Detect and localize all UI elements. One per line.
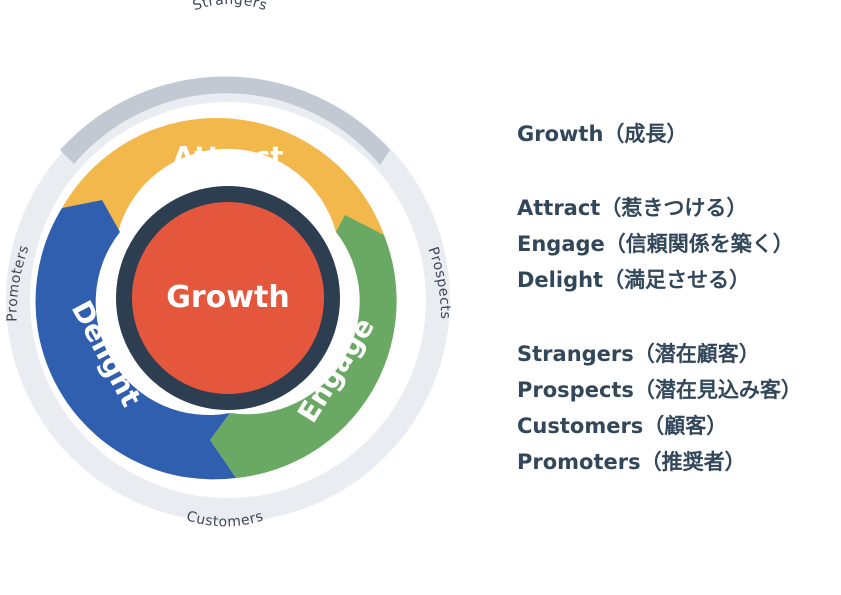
segment-engage — [210, 215, 397, 478]
legend-item-engage: Engage（信頼関係を築く） — [517, 232, 794, 256]
legend-item-delight: Delight（満足させる） — [517, 268, 751, 292]
legend-item-strangers: Strangers（潜在顧客） — [517, 342, 760, 366]
ring-label-customers-path: Customers — [185, 508, 265, 530]
ring-label-strangers-path: Strangers — [191, 0, 269, 14]
legend-item-customers: Customers（顧客） — [517, 414, 728, 438]
ring-label-strangers: Strangers — [191, 0, 270, 14]
growth-center — [132, 202, 324, 394]
legend: Growth（成長） Attract（惹きつける） Engage（信頼関係を築く… — [517, 116, 837, 480]
legend-item-prospects: Prospects（潜在見込み客） — [517, 378, 802, 402]
segment-delight — [35, 200, 236, 480]
legend-item-attract: Attract（惹きつける） — [517, 196, 748, 220]
outer-ring-strangers-band — [60, 76, 390, 165]
segment-attract — [62, 117, 384, 235]
legend-item-promoters: Promoters（推奨者） — [517, 450, 746, 474]
flywheel-diagram: Growth Attract Engage Delight Strangers … — [5, 0, 453, 530]
growth-label: Growth — [166, 280, 289, 315]
ring-label-customers: Customers — [185, 508, 266, 530]
legend-item-growth: Growth（成長） — [517, 122, 688, 146]
attract-label: Attract — [172, 140, 283, 173]
